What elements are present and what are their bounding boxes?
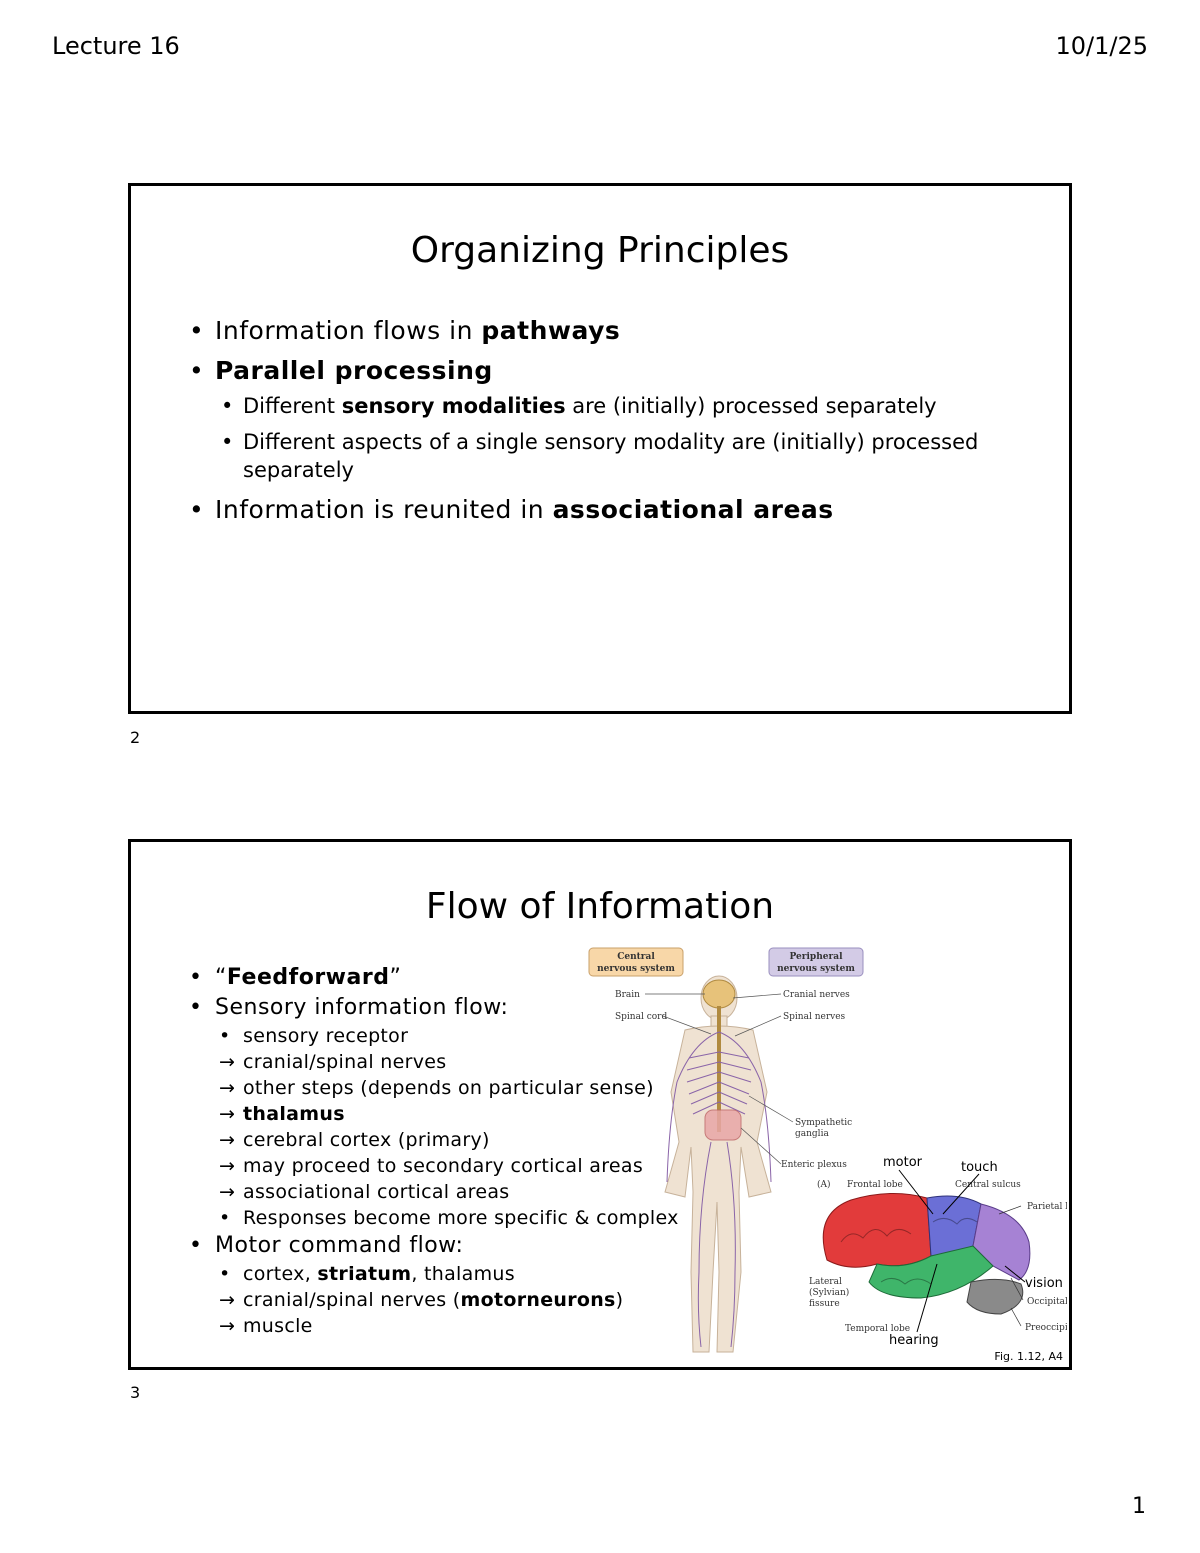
- sensory-step-cortex: →cerebral cortex (primary): [219, 1129, 490, 1151]
- motor-step-cortex: •cortex, striatum, thalamus: [219, 1263, 515, 1285]
- svg-text:Spinal nerves: Spinal nerves: [783, 1012, 846, 1022]
- svg-text:Temporal lobe: Temporal lobe: [845, 1324, 910, 1334]
- svg-text:Occipital lobe: Occipital lobe: [1027, 1297, 1067, 1307]
- svg-text:Peripheral: Peripheral: [790, 952, 844, 962]
- bullet-feedforward: “Feedforward”: [185, 963, 705, 993]
- occipital-region: [972, 1203, 1031, 1281]
- bullet-list: “Feedforward” Sensory information flow: …: [185, 963, 705, 1339]
- svg-text:nervous system: nervous system: [777, 964, 855, 974]
- svg-text:Central: Central: [617, 952, 655, 962]
- slide-number: 2: [130, 728, 141, 747]
- sensory-step-thalamus: →thalamus: [219, 1103, 345, 1125]
- svg-text:Lateral: Lateral: [809, 1277, 842, 1287]
- lecture-date: 10/1/25: [1055, 32, 1148, 60]
- svg-text:Enteric plexus: Enteric plexus: [781, 1160, 847, 1170]
- motor-step-muscle: →muscle: [219, 1315, 313, 1337]
- bullet-sensory-flow: Sensory information flow:: [185, 993, 705, 1023]
- cerebellum-region: [966, 1278, 1024, 1315]
- slide-title: Flow of Information: [425, 886, 775, 927]
- figure-caption: Fig. 1.12, A4: [994, 1350, 1063, 1363]
- bullet-motor-flow: Motor command flow:: [185, 1231, 705, 1261]
- sensory-responses: •Responses become more specific & comple…: [219, 1207, 679, 1229]
- slide-title: Organizing Principles: [410, 230, 790, 271]
- sensory-step-other: →other steps (depends on particular sens…: [219, 1077, 654, 1099]
- enteric-plexus-icon: [704, 1109, 742, 1141]
- slide-number: 3: [130, 1383, 141, 1402]
- brain-lateral-view: [822, 1192, 1031, 1315]
- svg-text:hearing: hearing: [889, 1333, 939, 1348]
- svg-text:nervous system: nervous system: [597, 964, 675, 974]
- peripheral-nerves-icon: [666, 1031, 772, 1348]
- svg-text:vision: vision: [1025, 1276, 1063, 1291]
- svg-text:(A): (A): [817, 1179, 831, 1190]
- nervous-system-figure: Central nervous system Peripheral nervou…: [588, 947, 1067, 1353]
- motor-step-nerves: →cranial/spinal nerves (motorneurons): [219, 1289, 624, 1311]
- svg-text:(Sylvian): (Sylvian): [809, 1287, 849, 1298]
- bullet-parallel-processing: Parallel processing: [185, 355, 1005, 386]
- sub-bullet-aspects: Different aspects of a single sensory mo…: [185, 428, 1005, 484]
- svg-text:Parietal lobe: Parietal lobe: [1027, 1202, 1067, 1212]
- svg-text:Cranial nerves: Cranial nerves: [783, 990, 850, 1000]
- svg-text:fissure: fissure: [809, 1299, 840, 1309]
- bullet-associational: Information is reunited in associational…: [185, 494, 1005, 525]
- sensory-step-nerves: →cranial/spinal nerves: [219, 1051, 447, 1073]
- page-number: 1: [1132, 1494, 1146, 1519]
- slide-organizing-principles: Organizing Principles Information flows …: [128, 183, 1072, 714]
- svg-text:Sympathetic: Sympathetic: [795, 1118, 852, 1128]
- sensory-step-secondary: →may proceed to secondary cortical areas: [219, 1155, 644, 1177]
- bullet-list: Information flows in pathways Parallel p…: [185, 315, 1005, 525]
- svg-text:ganglia: ganglia: [795, 1129, 829, 1139]
- cns-box: [588, 947, 684, 977]
- svg-text:Spinal cord: Spinal cord: [615, 1012, 667, 1022]
- sensory-step-receptor: •sensory receptor: [219, 1025, 409, 1047]
- svg-text:Brain: Brain: [615, 990, 640, 1000]
- svg-text:Central sulcus: Central sulcus: [955, 1180, 1021, 1190]
- svg-text:Frontal lobe: Frontal lobe: [847, 1180, 903, 1190]
- svg-text:motor: motor: [883, 1155, 923, 1170]
- svg-text:Preoccipital notch: Preoccipital notch: [1025, 1323, 1067, 1333]
- slide-flow-of-information: Flow of Information “Feedforward” Sensor…: [128, 839, 1072, 1370]
- pns-box: [768, 947, 864, 977]
- bullet-pathways: Information flows in pathways: [185, 315, 1005, 346]
- sensory-step-associational: →associational cortical areas: [219, 1181, 510, 1203]
- svg-text:touch: touch: [961, 1160, 998, 1175]
- temporal-lobe-region: [868, 1245, 994, 1299]
- lecture-title: Lecture 16: [52, 32, 180, 60]
- frontal-lobe-region: [822, 1192, 932, 1268]
- brain-icon: [702, 979, 736, 1009]
- sub-bullet-modalities: Different sensory modalities are (initia…: [185, 392, 1005, 420]
